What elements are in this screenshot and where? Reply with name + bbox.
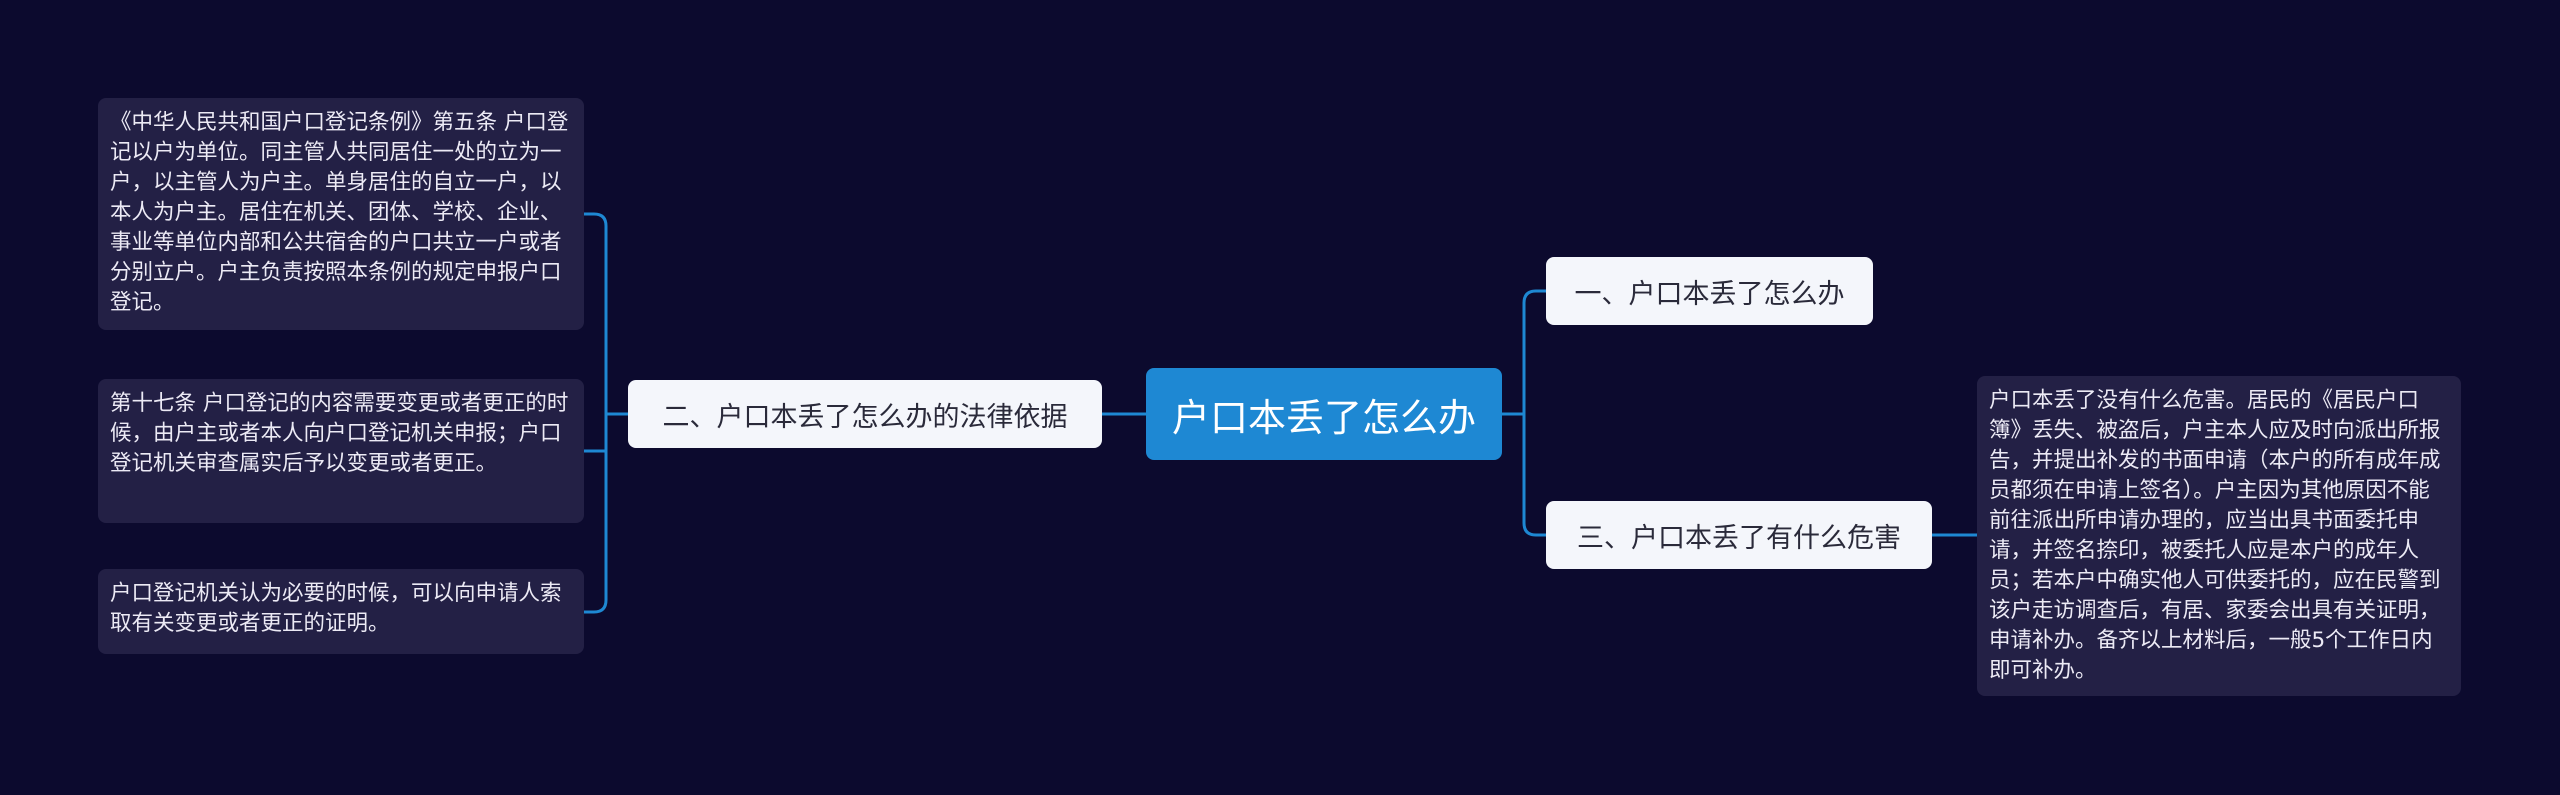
connector-to-leaf-article5 xyxy=(584,212,608,414)
connector-to-branch-harm xyxy=(1522,414,1546,537)
root-node[interactable]: 户口本丢了怎么办 xyxy=(1146,368,1502,460)
leaf-proof-request[interactable]: 户口登记机关认为必要的时候，可以向申请人索取有关变更或者更正的证明。 xyxy=(98,569,584,654)
branch-harm[interactable]: 三、户口本丢了有什么危害 xyxy=(1546,501,1932,569)
branch-what-to-do[interactable]: 一、户口本丢了怎么办 xyxy=(1546,257,1873,325)
branch-legal-basis[interactable]: 二、户口本丢了怎么办的法律依据 xyxy=(628,380,1102,448)
connector-to-branch-what-to-do xyxy=(1522,289,1546,414)
leaf-article-5[interactable]: 《中华人民共和国户口登记条例》第五条 户口登记以户为单位。同主管人共同居住一处的… xyxy=(98,98,584,330)
leaf-harm-details[interactable]: 户口本丢了没有什么危害。居民的《居民户口簿》丢失、被盗后，户主本人应及时向派出所… xyxy=(1977,376,2461,696)
leaf-article-17[interactable]: 第十七条 户口登记的内容需要变更或者更正的时候，由户主或者本人向户口登记机关申报… xyxy=(98,379,584,523)
connector-to-leaf-article17 xyxy=(584,414,608,453)
connector-to-leaf-proof xyxy=(584,414,608,614)
